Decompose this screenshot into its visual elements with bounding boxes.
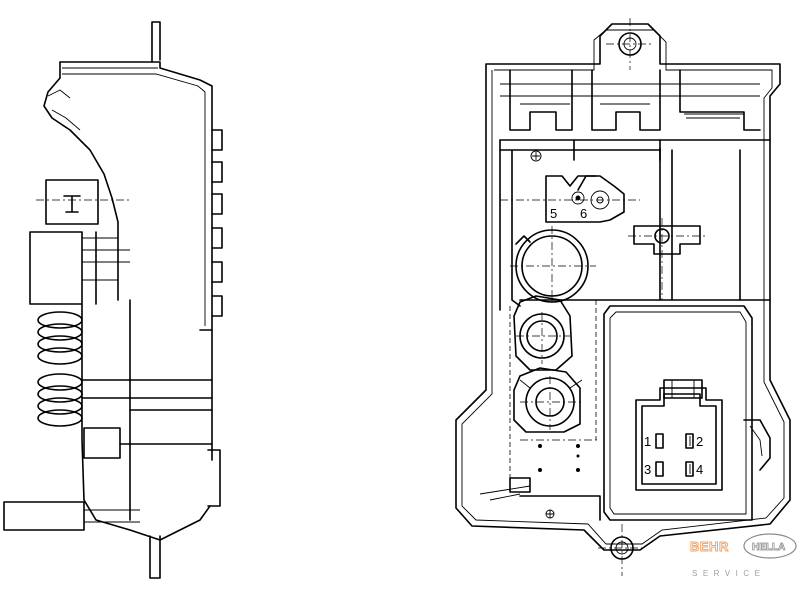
coil-lower — [37, 373, 83, 427]
pin-label-4: 4 — [696, 462, 703, 477]
pin-label-3: 3 — [644, 462, 651, 477]
pin-label-5: 5 — [550, 206, 557, 221]
logo-behr: BEHR — [690, 539, 729, 554]
coil-upper — [37, 311, 83, 365]
logo-tagline: SERVICE — [692, 569, 765, 578]
pin-label-2: 2 — [696, 434, 703, 449]
side-view — [3, 21, 223, 579]
brand-logo: BEHR HELLA SERVICE — [690, 533, 797, 578]
pin-label-1: 1 — [644, 434, 651, 449]
front-view: 5 6 — [455, 18, 791, 576]
logo-hella-ellipse — [743, 533, 797, 559]
pin-label-6: 6 — [580, 206, 587, 221]
logo-hella: HELLA — [752, 542, 785, 553]
